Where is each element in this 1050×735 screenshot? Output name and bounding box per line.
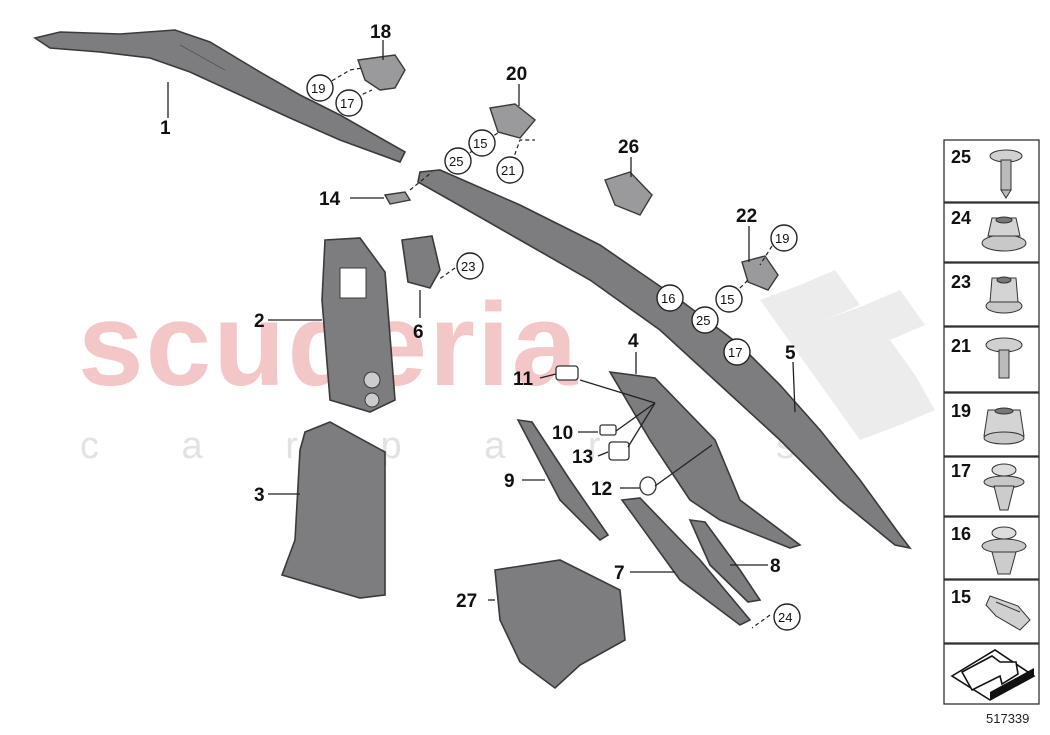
part-5-roof-rail — [417, 169, 912, 550]
circled-19: 19 — [311, 81, 325, 96]
part-20-bracket — [489, 103, 536, 139]
callout-11: 11 — [513, 369, 534, 390]
callout-4: 4 — [628, 331, 639, 352]
nut-icon — [985, 276, 1023, 314]
circled-21: 21 — [501, 163, 515, 178]
legend-label-24: 24 — [951, 208, 971, 228]
callout-13: 13 — [572, 447, 593, 468]
fastener-legend: 25 24 23 21 19 17 16 15 — [943, 139, 1040, 705]
part-1-trim-strip — [33, 29, 407, 163]
legend-row-21 — [943, 326, 1040, 393]
callout-1: 1 — [160, 118, 171, 139]
bolt-icon — [985, 337, 1023, 379]
part-10-clip — [599, 424, 617, 436]
diagram-number: 517339 — [986, 711, 1029, 726]
callout-18: 18 — [370, 22, 391, 43]
part-9-seal-strip — [516, 418, 610, 542]
legend-label-25: 25 — [951, 147, 971, 167]
hex-nut-icon — [983, 407, 1025, 445]
circled-23: 23 — [461, 259, 475, 274]
circled-15: 15 — [473, 136, 487, 151]
part-6-handle — [401, 235, 441, 289]
circled-25b: 25 — [696, 313, 710, 328]
part-2-pillar-upper — [321, 237, 396, 413]
part-7-frame — [620, 497, 752, 626]
callout-14: 14 — [319, 189, 341, 210]
callout-8: 8 — [770, 556, 781, 577]
callout-3: 3 — [254, 485, 265, 506]
legend-label-23: 23 — [951, 272, 971, 292]
circled-17b: 17 — [728, 345, 742, 360]
push-clip-icon — [981, 526, 1027, 575]
callout-10: 10 — [552, 423, 573, 444]
callout-26: 26 — [618, 137, 639, 158]
part-8-strip — [688, 519, 762, 603]
circled-17: 17 — [340, 96, 354, 111]
part-4-pillar-upper — [608, 370, 802, 549]
arrow-symbol-icon — [950, 649, 1036, 701]
callout-7: 7 — [614, 563, 625, 584]
callout-20: 20 — [506, 64, 527, 85]
callout-12: 12 — [591, 479, 612, 500]
part-13-clip — [608, 441, 630, 461]
part-12-ring — [639, 476, 657, 496]
part-11-grommet — [555, 365, 579, 381]
legend-label-15: 15 — [951, 587, 971, 607]
part-26-bracket — [604, 171, 653, 216]
legend-label-19: 19 — [951, 401, 971, 421]
part-14-clip — [383, 191, 412, 205]
circled-15b: 15 — [720, 292, 734, 307]
part-18-bracket — [357, 54, 406, 91]
callout-9: 9 — [504, 471, 515, 492]
circled-callouts: 19 17 15 25 21 23 19 15 16 25 17 24 — [306, 74, 801, 631]
checker-pattern — [760, 270, 935, 440]
flange-nut-icon — [981, 216, 1027, 252]
part-27-seat-panel — [494, 559, 626, 690]
screw-icon — [989, 149, 1023, 199]
callout-6: 6 — [413, 322, 424, 343]
callout-22: 22 — [736, 206, 757, 227]
circled-16: 16 — [661, 291, 675, 306]
clip-icon — [983, 463, 1025, 511]
part-3-pillar-lower — [280, 421, 386, 599]
callout-labels: 1 2 3 4 5 6 7 8 9 10 11 12 13 14 18 20 2… — [160, 22, 796, 612]
legend-row-17 — [943, 456, 1040, 517]
circled-19b: 19 — [775, 231, 789, 246]
callout-2: 2 — [254, 311, 265, 332]
legend-label-17: 17 — [951, 461, 971, 481]
callout-27: 27 — [456, 591, 477, 612]
circled-24: 24 — [778, 610, 792, 625]
circled-25: 25 — [449, 154, 463, 169]
callout-5: 5 — [785, 343, 796, 364]
legend-row-25 — [943, 139, 1040, 203]
part-22-bracket — [741, 255, 779, 291]
legend-label-21: 21 — [951, 336, 971, 356]
bracket-clip-icon — [985, 595, 1031, 631]
leader-lines — [167, 40, 796, 601]
legend-label-16: 16 — [951, 524, 971, 544]
